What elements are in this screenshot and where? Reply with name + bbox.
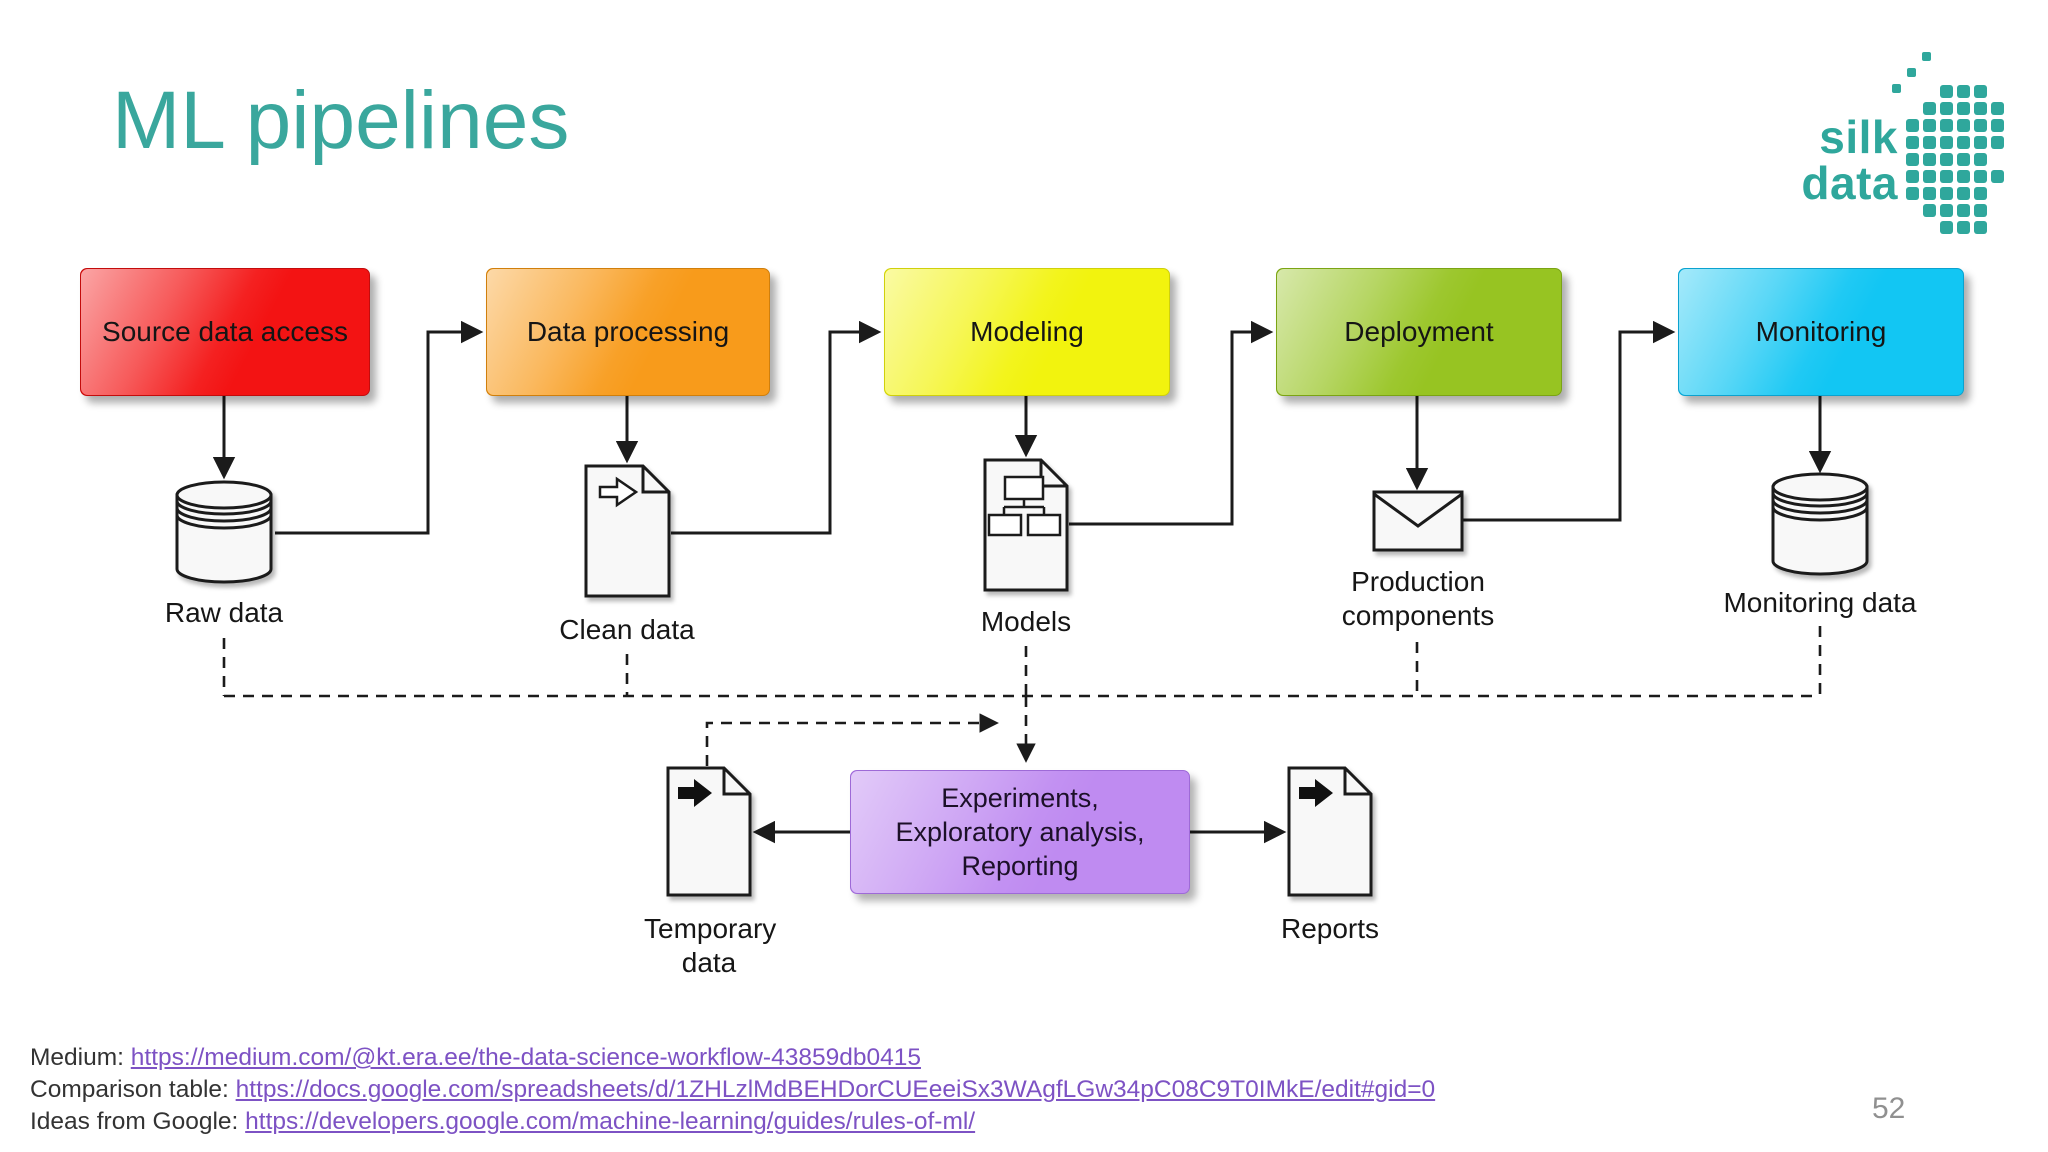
footer-line-comparison-table: Comparison table: https://docs.google.co…: [30, 1074, 1435, 1106]
artifact-label-temporary-data: Temporary data: [644, 913, 777, 978]
logo-diagonal-dots-icon: [1922, 52, 1931, 61]
artifact-label-reports: Reports: [1280, 913, 1380, 944]
artifact-label-models: Models: [980, 606, 1072, 637]
hub-line-1: Experiments,: [941, 783, 1099, 813]
document-solid-arrow-icon: [1287, 766, 1373, 897]
arrow-models-to-deployment: [1069, 320, 1274, 526]
footer-links: Medium: https://medium.com/@kt.era.ee/th…: [30, 1042, 1435, 1138]
logo-word-silk: silk: [1819, 111, 1898, 163]
footer-line-ideas-from-google: Ideas from Google: https://developers.go…: [30, 1106, 1435, 1138]
document-outline-arrow-icon: [584, 464, 671, 598]
dashed-arrow-temporary-to-hub: [705, 713, 999, 766]
footer-line-medium: Medium: https://medium.com/@kt.era.ee/th…: [30, 1042, 1435, 1074]
dashed-connectors: [222, 626, 1822, 766]
logo-dot-matrix-icon: [1940, 85, 1953, 98]
envelope-icon: [1372, 490, 1464, 552]
medium-link[interactable]: https://medium.com/@kt.era.ee/the-data-s…: [130, 1044, 921, 1071]
artifact-label-monitoring-data: Monitoring data: [1723, 587, 1917, 618]
arrow-cleandata-to-modeling: [671, 320, 882, 535]
rules-of-ml-link[interactable]: https://developers.google.com/machine-le…: [245, 1108, 976, 1135]
arrow-production-to-monitoring: [1460, 320, 1676, 522]
hub-line-2: Exploratory analysis,: [895, 817, 1145, 847]
document-hierarchy-icon: [983, 458, 1069, 592]
stage-label: Deployment: [1344, 316, 1494, 347]
stage-label: Source data access: [102, 316, 348, 347]
page-title: ML pipelines: [112, 75, 570, 166]
stage-box-source-data-access: Source data access: [80, 268, 370, 396]
arrow-rawdata-to-processing: [275, 320, 484, 535]
comparison-table-link[interactable]: https://docs.google.com/spreadsheets/d/1…: [235, 1076, 1436, 1103]
logo-word-data: data: [1801, 157, 1898, 209]
hub-box-experiments: Experiments, Exploratory analysis, Repor…: [850, 770, 1190, 894]
stage-label: Modeling: [970, 316, 1084, 347]
page-number: 52: [1872, 1092, 1906, 1125]
stage-box-modeling: Modeling: [884, 268, 1170, 396]
artifact-label-raw-data: Raw data: [164, 597, 284, 628]
database-icon: [1771, 472, 1869, 576]
footer-label: Comparison table:: [30, 1076, 236, 1103]
stage-box-data-processing: Data processing: [486, 268, 770, 396]
hub-line-3: Reporting: [961, 851, 1079, 881]
database-icon: [175, 480, 273, 584]
footer-label: Medium:: [30, 1044, 131, 1071]
stage-box-monitoring: Monitoring: [1678, 268, 1964, 396]
stage-label: Monitoring: [1755, 316, 1887, 347]
footer-label: Ideas from Google:: [30, 1108, 246, 1135]
logo-wordmark: silk data: [1698, 114, 1898, 206]
stage-box-deployment: Deployment: [1276, 268, 1562, 396]
artifact-icons: [175, 458, 1869, 897]
document-solid-arrow-icon: [666, 766, 752, 897]
solid-connectors: [212, 320, 1832, 844]
artifact-label-clean-data: Clean data: [559, 614, 695, 645]
artifact-label-production-components: Production components: [1341, 566, 1495, 631]
stage-label: Data processing: [526, 316, 730, 347]
